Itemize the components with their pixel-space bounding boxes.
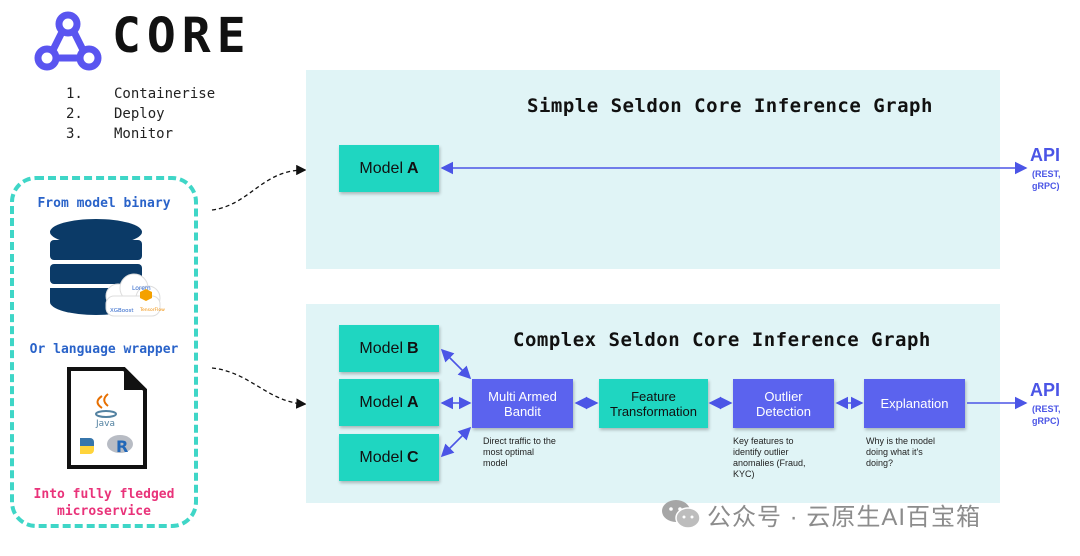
simple-api-sub2: gRPC) (1032, 181, 1060, 191)
watermark-text: 公众号 · 云原生AI百宝箱 (707, 504, 982, 531)
complex-graph-title: Complex Seldon Core Inference Graph (513, 329, 931, 351)
xgboost-logo-text: XGBoost (110, 308, 134, 314)
step-item: 2.Deploy (66, 106, 165, 122)
seldon-logo-icon (34, 11, 102, 71)
bandit-note: Direct traffic to the most optimal model (483, 436, 556, 468)
tensorflow-logo-text: TensorFlow (139, 307, 165, 313)
source-panel (10, 176, 198, 528)
step-item: 1.Containerise (66, 86, 216, 102)
step-item: 3.Monitor (66, 126, 174, 142)
logo-text: CORE (112, 8, 252, 64)
database-icon: Lorem XGBoost TensorFlow (50, 219, 165, 317)
python-logo-icon (80, 438, 94, 454)
binary-to-simple-connector (211, 164, 307, 211)
complex-api-label: API (1030, 380, 1061, 400)
wechat-icon (662, 500, 701, 529)
lorem-logo-text: Lorem (132, 285, 151, 292)
steps-list: 1.Containerise 2.Deploy 3.Monitor (66, 84, 215, 144)
or-language-wrapper-label: Or language wrapper (29, 342, 179, 357)
outlier-note: Key features to identify outlier anomali… (733, 436, 806, 479)
complex-api-sub2: gRPC) (1032, 416, 1060, 426)
simple-graph-title: Simple Seldon Core Inference Graph (527, 95, 933, 117)
java-logo-text: Java (95, 419, 115, 429)
document-icon: Java R (67, 367, 147, 469)
wrapper-to-complex-connector (211, 367, 307, 409)
r-logo-text: R (116, 437, 128, 456)
explanation-note: Why is the model doing what it's doing? (866, 436, 936, 468)
from-model-binary-label: From model binary (37, 196, 171, 211)
complex-api-sub1: (REST, (1032, 404, 1061, 414)
simple-api-label: API (1030, 145, 1061, 165)
microservice-label-line2: microservice (57, 504, 151, 519)
microservice-label-line1: Into fully fledged (33, 487, 175, 502)
explanation-node: Explanation (864, 379, 965, 428)
simple-api-sub1: (REST, (1032, 169, 1061, 179)
